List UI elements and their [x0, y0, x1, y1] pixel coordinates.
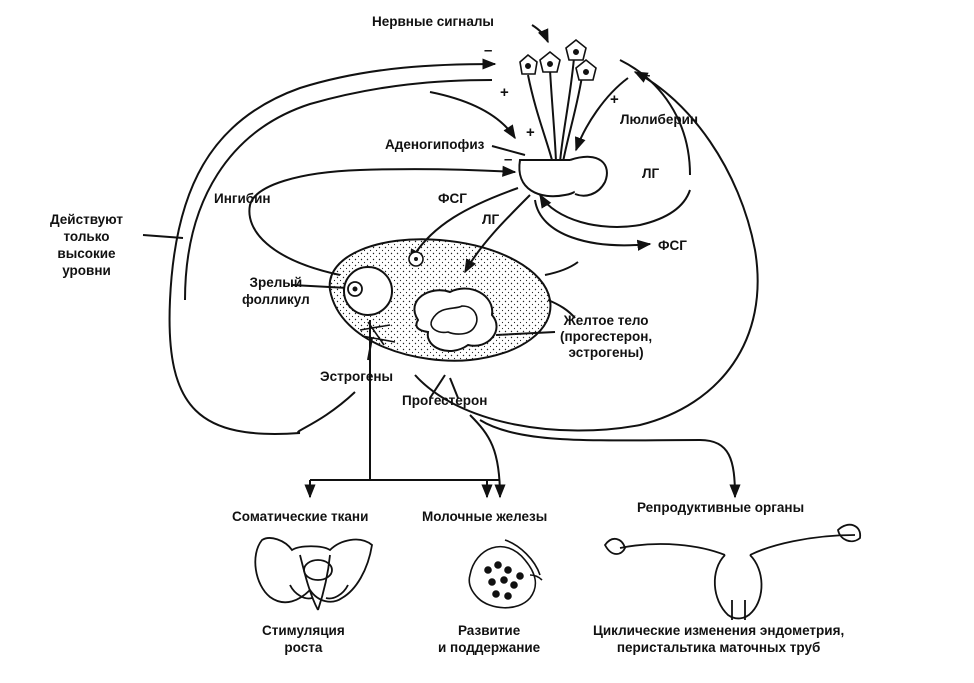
estrogens-label: Эстрогены — [320, 369, 394, 384]
luliberin-label: Люлиберин — [620, 112, 699, 127]
right-inner-loop — [620, 60, 690, 175]
nerve-signals-arrow — [532, 25, 548, 44]
mammary-glands-label: Молочные железы — [422, 509, 548, 524]
estrogen-feedback-inner-arrow — [298, 392, 355, 433]
adeno-pointer — [492, 146, 525, 155]
luliberin-arrow — [575, 78, 628, 152]
uterus-icon — [605, 525, 860, 620]
progesterone-feedback-arrow — [415, 72, 758, 431]
fsh-right-label: ФСГ — [658, 238, 687, 253]
growth-stimulation-label: Стимуляция роста — [262, 623, 345, 655]
high-levels-label: Действуют только высокие уровни — [50, 212, 123, 278]
pituitary-icon — [519, 157, 607, 196]
somatic-tissues-label: Соматические ткани — [232, 509, 369, 524]
top-left-to-adeno-arrow — [430, 92, 515, 140]
progesterone-to-mammary — [470, 415, 506, 499]
progesterone-to-reproductive — [480, 420, 741, 499]
inhibin-arrow — [249, 165, 517, 275]
neuron-icon — [519, 38, 597, 81]
adenohypophysis-label: Аденогипофиз — [385, 137, 485, 152]
corpus-luteum-label: Желтое тело (прогестерон, эстрогены) — [560, 313, 653, 360]
lh-top-label: ЛГ — [642, 166, 660, 181]
axon-2 — [550, 70, 556, 162]
mature-follicle-label: Зрелый фолликул — [242, 275, 310, 307]
high-levels-loop-inner — [185, 80, 492, 300]
plus-sign-top-left: + — [500, 84, 509, 101]
axon-3 — [560, 58, 574, 162]
lh-right-arrow — [540, 190, 690, 227]
pelvis-icon — [255, 538, 372, 610]
nerve-signals-label: Нервные сигналы — [372, 14, 494, 29]
axon-1 — [528, 75, 552, 160]
minus-sign-top-left: – — [484, 42, 493, 59]
progesterone-stem — [430, 375, 445, 398]
minus-sign-adeno: – — [504, 151, 513, 168]
fsh-left-label: ФСГ — [438, 191, 467, 206]
minus-sign-top-right: – — [642, 67, 651, 84]
reproductive-organs-label: Репродуктивные органы — [637, 500, 805, 515]
high-levels-pointer — [143, 235, 183, 238]
progesterone-label: Прогестерон — [402, 393, 488, 408]
mammary-gland-icon — [469, 540, 542, 608]
fsh-right-arrow — [535, 200, 652, 251]
progesterone-stem-2 — [450, 378, 458, 398]
plus-sign-adeno: + — [526, 124, 535, 141]
lh-left-label: ЛГ — [482, 212, 500, 227]
ovary-icon — [330, 239, 578, 361]
development-label: Развитие и поддержание — [438, 623, 541, 655]
inhibin-label: Ингибин — [214, 191, 271, 206]
estrogen-feedback-outer-arrow — [170, 58, 497, 434]
cyclic-changes-label: Циклические изменения эндометрия, перист… — [593, 623, 845, 655]
plus-sign-top-right: + — [610, 91, 619, 108]
